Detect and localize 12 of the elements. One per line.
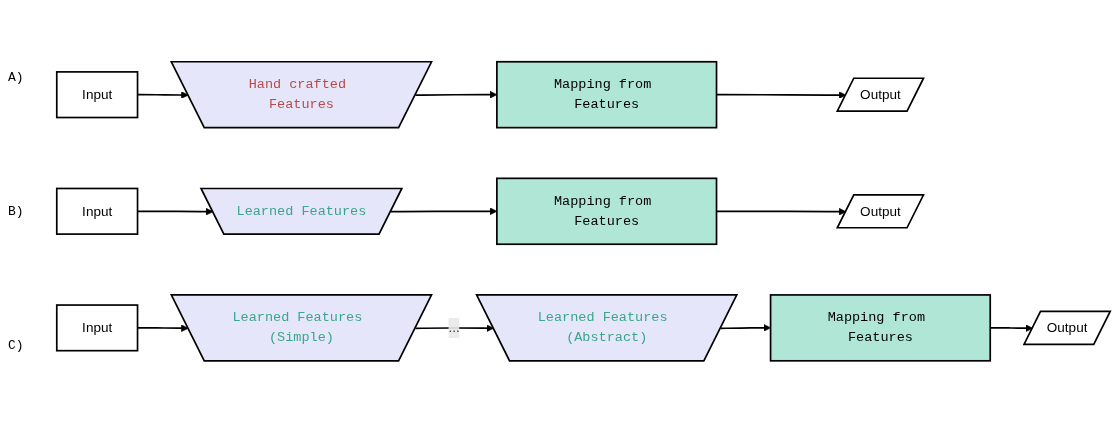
node-box: Input [55,187,139,236]
node-box: Mapping from Features [769,294,992,362]
edge-label: ... [448,320,460,335]
row-label: B) [7,204,25,219]
arrow [719,324,771,332]
node-box: Input [55,71,139,119]
node-box: Input [55,304,139,352]
node-box: Mapping from Features [496,61,718,129]
node-box: Mapping from Features [496,177,718,246]
row-label: A) [7,69,25,85]
arrow [414,324,494,333]
row-label: C) [7,338,25,354]
